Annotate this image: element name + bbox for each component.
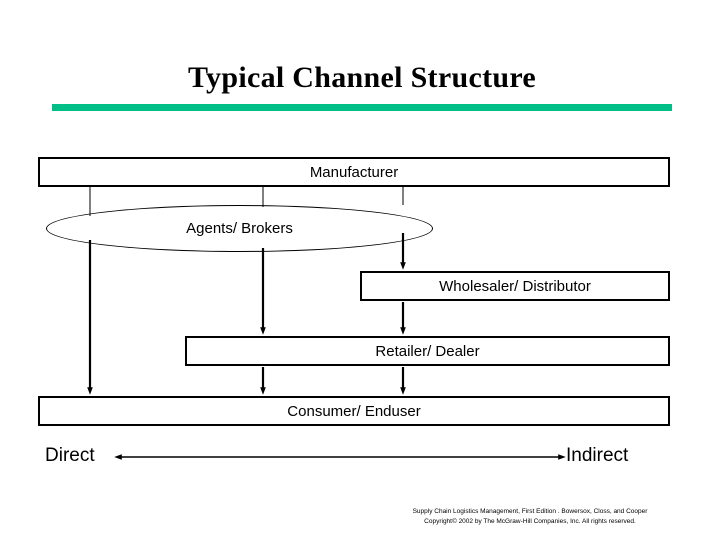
- node-agents-brokers[interactable]: Agents/ Brokers: [46, 205, 433, 252]
- node-wholesaler-label: Wholesaler/ Distributor: [439, 277, 591, 295]
- title-divider: [52, 104, 672, 111]
- footer-credit: Supply Chain Logistics Management, First…: [360, 507, 700, 527]
- node-retailer-label: Retailer/ Dealer: [375, 342, 480, 360]
- node-wholesaler[interactable]: Wholesaler/ Distributor: [360, 271, 670, 301]
- node-manufacturer[interactable]: Manufacturer: [38, 157, 670, 187]
- node-consumer-label: Consumer/ Enduser: [287, 402, 421, 420]
- footer-line-1: Supply Chain Logistics Management, First…: [412, 508, 648, 515]
- axis-label-direct: Direct: [45, 445, 95, 466]
- axis-label-indirect: Indirect: [566, 445, 629, 466]
- node-consumer[interactable]: Consumer/ Enduser: [38, 396, 670, 426]
- direct-indirect-arrow: [114, 454, 566, 460]
- node-retailer[interactable]: Retailer/ Dealer: [185, 336, 670, 366]
- node-agents-brokers-label: Agents/ Brokers: [182, 220, 297, 237]
- node-manufacturer-label: Manufacturer: [309, 163, 399, 181]
- footer-line-2: Copyright© 2002 by The McGraw-Hill Compa…: [424, 518, 636, 525]
- page-title: Typical Channel Structure: [187, 61, 537, 94]
